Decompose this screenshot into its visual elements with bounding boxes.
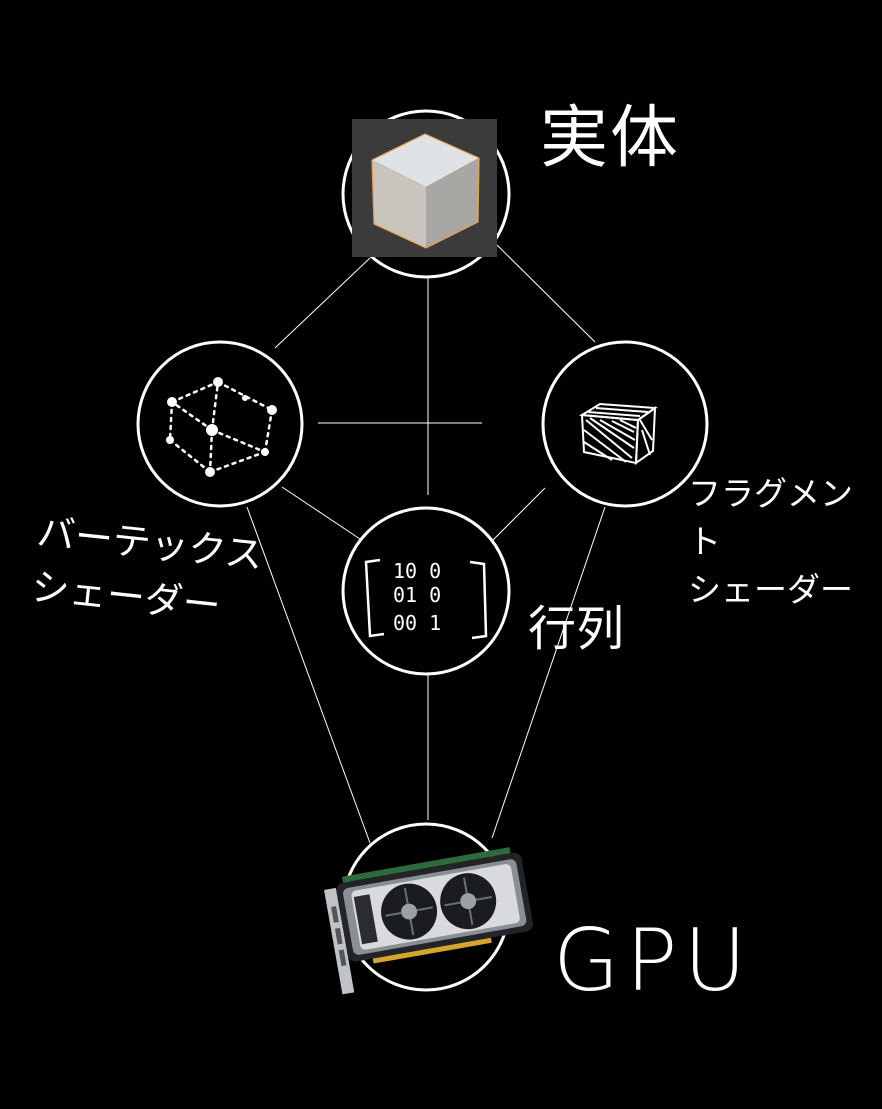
node-matrix-circle — [341, 506, 511, 676]
edge-entity-fragment — [496, 244, 596, 343]
entity-label: 実体 — [540, 99, 681, 178]
vertex-points — [166, 377, 277, 477]
edge-entity-vertex — [274, 257, 371, 349]
cube-render-icon — [352, 119, 497, 257]
vertex-graph-sketch-icon — [168, 380, 274, 474]
vertex-shader-label: バーテックス シェーダー — [29, 509, 266, 629]
shaded-cube-sketch-icon — [578, 402, 658, 465]
edge-vertex-gpu — [246, 506, 371, 844]
node-fragment-circle — [541, 340, 709, 508]
matrix-row-2: 01 0 — [393, 583, 441, 607]
matrix-label: 行列 — [528, 601, 625, 657]
edge-fragment-matrix — [489, 487, 546, 544]
gpu-label: GPU — [553, 911, 753, 1011]
connector-lines — [246, 244, 606, 844]
matrix-row-3: 00 1 — [393, 611, 441, 635]
graphics-card-icon — [324, 847, 533, 995]
fragment-shader-label: フラグメント シェーダー — [688, 474, 853, 609]
edge-fragment-gpu — [491, 506, 606, 839]
matrix-row-1: 10 0 — [393, 559, 441, 583]
edge-vertex-matrix — [281, 486, 367, 544]
matrix-bracket-icon: 10 0 01 0 00 1 — [364, 558, 488, 640]
node-vertex-circle — [136, 340, 304, 508]
